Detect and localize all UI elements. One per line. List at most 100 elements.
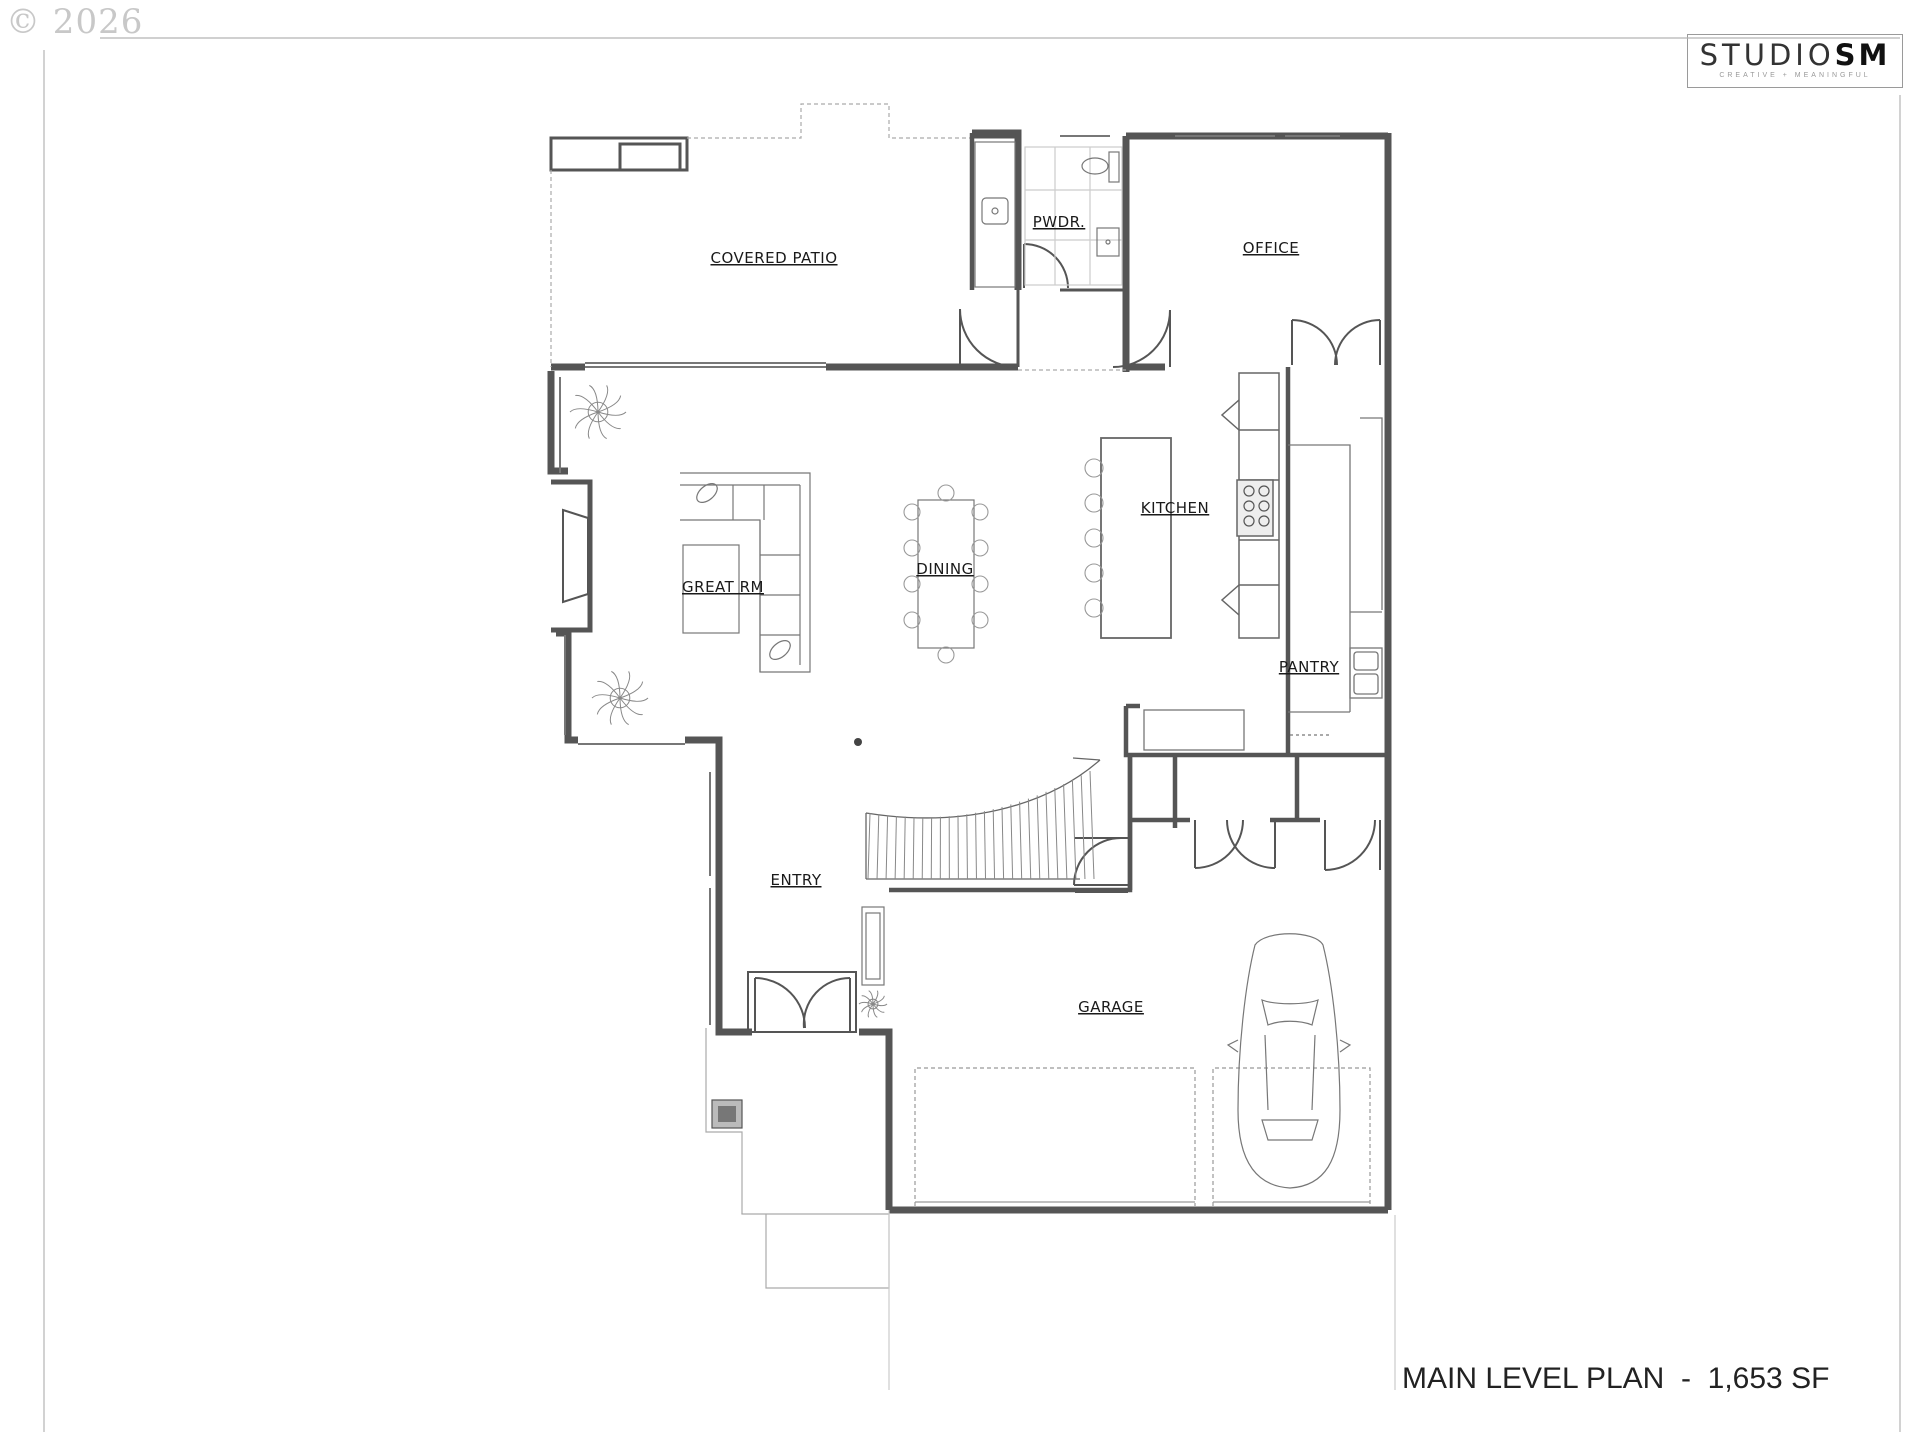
stair-tread [1063, 784, 1068, 880]
bar-stools [1084, 458, 1104, 618]
stair-tread [1027, 798, 1032, 880]
plant-leaf [596, 697, 621, 715]
plant-leaf [619, 671, 631, 699]
stair-tread [1054, 788, 1059, 880]
room-labels: COVERED PATIO PWDR. OFFICE KITCHEN DININ… [682, 213, 1339, 1016]
kitchen-cabinets [1100, 372, 1280, 639]
room-label-garage: GARAGE [1078, 998, 1144, 1016]
plant-leaf [609, 697, 621, 725]
sectional-sofa [680, 472, 811, 673]
bar-stool [1084, 528, 1104, 548]
copyright-watermark: © 2026 [6, 2, 144, 42]
plant-leaf [575, 394, 599, 413]
logo-tagline: CREATIVE + MEANINGFUL [1719, 72, 1871, 79]
plant-leaf [872, 1003, 888, 1007]
car-icon [1226, 933, 1352, 1189]
dining-chairs [903, 484, 989, 664]
plant-leaf [597, 411, 627, 416]
stair-tread [966, 814, 968, 880]
dining-chair [971, 539, 989, 557]
column-marker [854, 738, 862, 746]
studio-logo: STUDIOSM CREATIVE + MEANINGFUL [1687, 34, 1903, 88]
plant-leaf [619, 697, 629, 726]
plant-leaf [861, 1003, 874, 1013]
dining-chair [937, 484, 955, 502]
stair-treads [867, 770, 1095, 880]
stair-tread [1071, 779, 1077, 880]
bar-stool [1084, 563, 1104, 583]
dining-chair [937, 646, 955, 664]
doors [747, 243, 1381, 1033]
logo-text: STUDIOSM [1699, 38, 1891, 72]
stair-tread [1010, 804, 1014, 880]
dining-chair [903, 503, 921, 521]
room-label-entry: ENTRY [771, 871, 822, 889]
plant-leaf [858, 1001, 874, 1005]
interior-walls [889, 133, 1388, 893]
plant-leaf [591, 694, 621, 699]
stair-tread [992, 809, 996, 880]
stair-tread [1019, 801, 1023, 880]
plant-leaf [597, 385, 609, 413]
dining-chair [971, 575, 989, 593]
room-label-pantry: PANTRY [1279, 658, 1340, 676]
bar-stool [1084, 598, 1104, 618]
plant-leaf [872, 1003, 885, 1013]
plant-icon [609, 687, 631, 709]
room-label-covered-patio: COVERED PATIO [710, 249, 837, 267]
bar-stool [1084, 493, 1104, 513]
burner-icon [1258, 500, 1270, 512]
potted-plants [569, 384, 888, 1018]
dining-table [917, 499, 975, 649]
room-label-powder: PWDR. [1033, 213, 1086, 231]
garage-features [914, 1067, 1371, 1206]
exterior-walls [547, 129, 1392, 1214]
room-label-kitchen: KITCHEN [1141, 499, 1210, 517]
plant-leaf [872, 995, 885, 1005]
stair-tread [1001, 806, 1005, 880]
stair-tread [1089, 770, 1095, 880]
plant-leaf [611, 670, 621, 699]
dining-chair [903, 611, 921, 629]
plant-leaf [619, 697, 649, 702]
stair-tread [867, 812, 871, 880]
burner-icon [1258, 515, 1270, 527]
cooktop [1243, 485, 1270, 527]
bar-stool [1084, 458, 1104, 478]
windows [559, 135, 1340, 1025]
covered-patio-outline [550, 103, 1126, 371]
plant-leaf [872, 990, 879, 1005]
burner-icon [1243, 500, 1255, 512]
stair-tread [1080, 775, 1086, 880]
plant-leaf [587, 411, 599, 439]
plant-leaf [569, 408, 599, 413]
burner-icon [1243, 485, 1255, 497]
plant-leaf [867, 1003, 874, 1018]
dining-chair [971, 611, 989, 629]
staircase [865, 757, 1101, 880]
plan-title: MAIN LEVEL PLAN - 1,653 SF [1402, 1362, 1830, 1395]
stair-tread [912, 817, 915, 880]
burner-icon [1243, 515, 1255, 527]
stair-tread [975, 812, 977, 880]
plant-leaf [574, 411, 599, 429]
fireplace [551, 479, 593, 633]
stair-tread [894, 815, 897, 880]
patio-closet [972, 135, 1125, 367]
stair-tread [983, 811, 987, 880]
plant-leaf [872, 1003, 878, 1018]
burner-icon [1258, 485, 1270, 497]
stair-tread [1045, 791, 1050, 880]
plant-leaf [861, 995, 874, 1005]
plant-leaf [597, 395, 622, 413]
stair-tread [885, 815, 889, 880]
stair-tread [1036, 795, 1041, 880]
plant-leaf [619, 681, 644, 699]
plant-icon [587, 401, 609, 423]
plant-leaf [597, 411, 607, 440]
patio-wall-stub [549, 136, 689, 172]
stair-tread [903, 816, 906, 880]
plant-leaf [597, 411, 621, 430]
room-label-great-room: GREAT RM [682, 578, 764, 596]
